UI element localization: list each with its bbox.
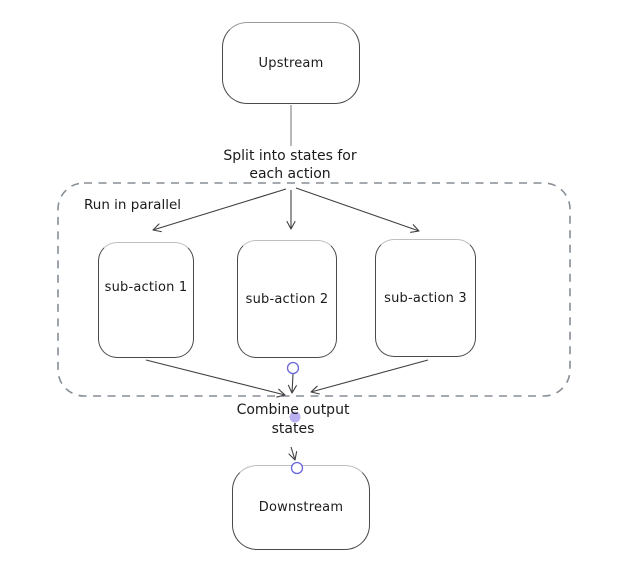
node-sub-action-3[interactable]: sub-action 3	[375, 239, 476, 357]
edge-combine-to-downstream[interactable]	[288, 446, 298, 461]
edge-sub2-to-combine[interactable]	[287, 373, 297, 394]
downstream-label: Downstream	[258, 500, 344, 515]
parallel-group-frame[interactable]	[57, 182, 571, 397]
binding-dot-combine	[289, 411, 301, 423]
label-combine-output[interactable]: Combine output states	[237, 401, 350, 438]
node-downstream[interactable]: Downstream	[232, 465, 370, 550]
edge-sub1-to-combine[interactable]	[145, 359, 286, 398]
binding-ring-sub2	[286, 361, 300, 375]
edge-split-to-sub1[interactable]	[152, 188, 287, 233]
node-sub-action-1[interactable]: sub-action 1	[98, 242, 194, 358]
sub-action-2-label: sub-action 2	[245, 291, 329, 307]
node-upstream[interactable]: Upstream	[222, 22, 360, 104]
upstream-label: Upstream	[258, 55, 324, 71]
combine-label-line1: Combine output	[236, 402, 350, 418]
edge-split-to-sub3[interactable]	[295, 187, 420, 233]
split-label-line2: each action	[249, 166, 331, 182]
label-run-in-parallel[interactable]: Run in parallel	[84, 197, 181, 213]
sub-action-1-label: sub-action 1	[104, 279, 188, 295]
binding-ring-downstream	[290, 461, 304, 475]
edge-sub3-to-combine[interactable]	[310, 359, 429, 395]
label-split-into-states[interactable]: Split into states for each action	[223, 147, 356, 183]
sub-action-3-label: sub-action 3	[384, 290, 467, 306]
combine-label-line2: states	[271, 420, 315, 437]
node-sub-action-2[interactable]: sub-action 2	[237, 240, 337, 358]
split-label-line1: Split into states for	[223, 148, 357, 164]
